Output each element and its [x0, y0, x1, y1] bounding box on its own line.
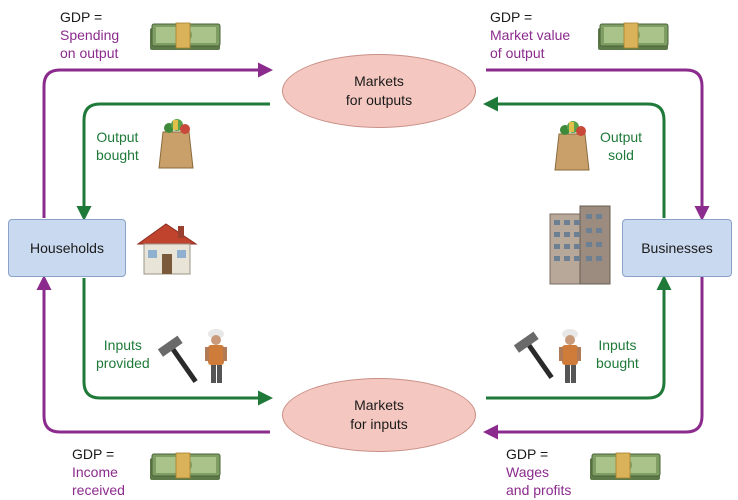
output-sold-arrow [483, 96, 666, 218]
grocery-bag-icon [554, 120, 590, 171]
output-sold-label: Output sold [600, 129, 643, 163]
businesses-label: Businesses [641, 240, 713, 256]
inputs-provided-label: Inputs provided [96, 337, 150, 371]
income-flow-arrow [36, 275, 270, 434]
hammer-icon [513, 331, 554, 379]
wages-flow-arrow [483, 276, 704, 440]
house-icon [136, 223, 198, 275]
inputs-bought-arrow [486, 275, 672, 400]
gdp-market-value-label: GDP = Market value of output [490, 9, 571, 61]
grocery-bag-icon [158, 118, 194, 169]
money-stack-icon [589, 452, 661, 481]
businesses-node: Businesses [622, 219, 732, 277]
money-stack-icon [149, 22, 221, 51]
markets-inputs-line1: Markets [354, 397, 404, 413]
money-stack-icon [149, 452, 221, 481]
markets-outputs-line1: Markets [354, 73, 404, 89]
output-bought-arrow [76, 102, 270, 221]
markets-inputs-line2: for inputs [350, 416, 408, 432]
worker-icon [205, 329, 227, 383]
office-building-icon [549, 205, 611, 285]
gdp-income-label: GDP = Income received [72, 446, 125, 498]
households-node: Households [8, 219, 126, 277]
gdp-spending-label: GDP = Spending on output [60, 9, 120, 61]
revenue-flow-arrow [486, 68, 710, 221]
markets-for-outputs-node: Markets for outputs [282, 54, 476, 128]
worker-icon [559, 329, 581, 383]
gdp-wages-label: GDP = Wages and profits [506, 446, 572, 498]
output-bought-label: Output bought [96, 129, 139, 163]
markets-for-inputs-node: Markets for inputs [282, 378, 476, 452]
spending-flow-arrow [42, 62, 273, 218]
inputs-bought-label: Inputs bought [596, 337, 639, 371]
markets-outputs-line2: for outputs [345, 92, 413, 108]
money-stack-icon [597, 22, 669, 51]
households-label: Households [30, 240, 104, 256]
hammer-icon [157, 335, 198, 383]
inputs-provided-arrow [82, 278, 273, 406]
